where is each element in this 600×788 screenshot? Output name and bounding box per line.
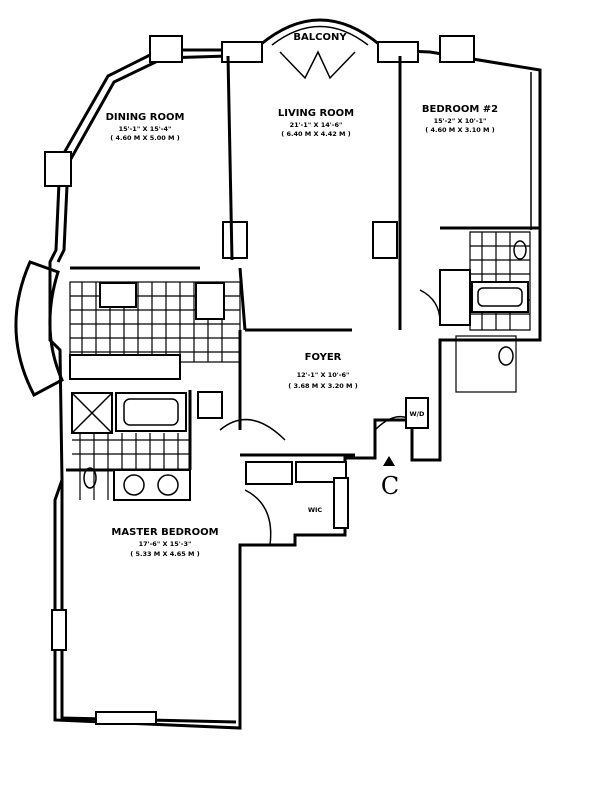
master-bath bbox=[71, 391, 223, 501]
room-dim-metric: ( 3.68 M X 3.20 M ) bbox=[288, 382, 358, 390]
kitchen-tile-floor bbox=[69, 281, 241, 380]
room-name: MASTER BEDROOM bbox=[111, 527, 218, 538]
walk-in-closet-label: WIC bbox=[308, 506, 323, 514]
room-dining: DINING ROOM 15'-1" X 15'-4" ( 4.60 M X 5… bbox=[106, 112, 185, 142]
room-living: LIVING ROOM 21'-1" X 14'-6" ( 6.40 M X 4… bbox=[278, 108, 354, 138]
balcony: BALCONY bbox=[221, 18, 419, 80]
room-dim-metric: ( 6.40 M X 4.42 M ) bbox=[281, 130, 351, 138]
bay-window bbox=[14, 260, 64, 398]
room-master-bedroom: MASTER BEDROOM 17'-6" X 15'-3" ( 5.33 M … bbox=[111, 527, 218, 558]
room-dim-metric: ( 5.33 M X 4.65 M ) bbox=[130, 550, 200, 558]
room-name: LIVING ROOM bbox=[278, 108, 354, 119]
columns bbox=[44, 35, 475, 725]
room-name: DINING ROOM bbox=[106, 112, 185, 123]
room-name: BEDROOM #2 bbox=[422, 104, 498, 115]
room-dim-imperial: 12'-1" X 10'-6" bbox=[297, 371, 350, 379]
unit-letter: C bbox=[381, 472, 399, 500]
washer-dryer-label: W/D bbox=[410, 410, 426, 418]
room-dim-metric: ( 4.60 M X 5.00 M ) bbox=[110, 134, 180, 142]
room-dim-imperial: 15'-1" X 15'-4" bbox=[119, 125, 172, 133]
bedroom2-bath bbox=[419, 231, 531, 393]
room-dim-imperial: 21'-1" X 14'-6" bbox=[290, 121, 343, 129]
room-dim-imperial: 15'-2" X 10'-1" bbox=[434, 117, 487, 125]
room-foyer: FOYER 12'-1" X 10'-6" ( 3.68 M X 3.20 M … bbox=[288, 352, 358, 390]
balcony-label: BALCONY bbox=[293, 32, 347, 43]
closets bbox=[245, 397, 429, 529]
entry-arrow-icon bbox=[383, 456, 395, 466]
room-bedroom-2: BEDROOM #2 15'-2" X 10'-1" ( 4.60 M X 3.… bbox=[422, 104, 498, 134]
room-dim-imperial: 17'-6" X 15'-3" bbox=[139, 540, 192, 548]
interior-walls bbox=[66, 55, 540, 546]
room-dim-metric: ( 4.60 M X 3.10 M ) bbox=[425, 126, 495, 134]
room-name: FOYER bbox=[305, 352, 342, 363]
